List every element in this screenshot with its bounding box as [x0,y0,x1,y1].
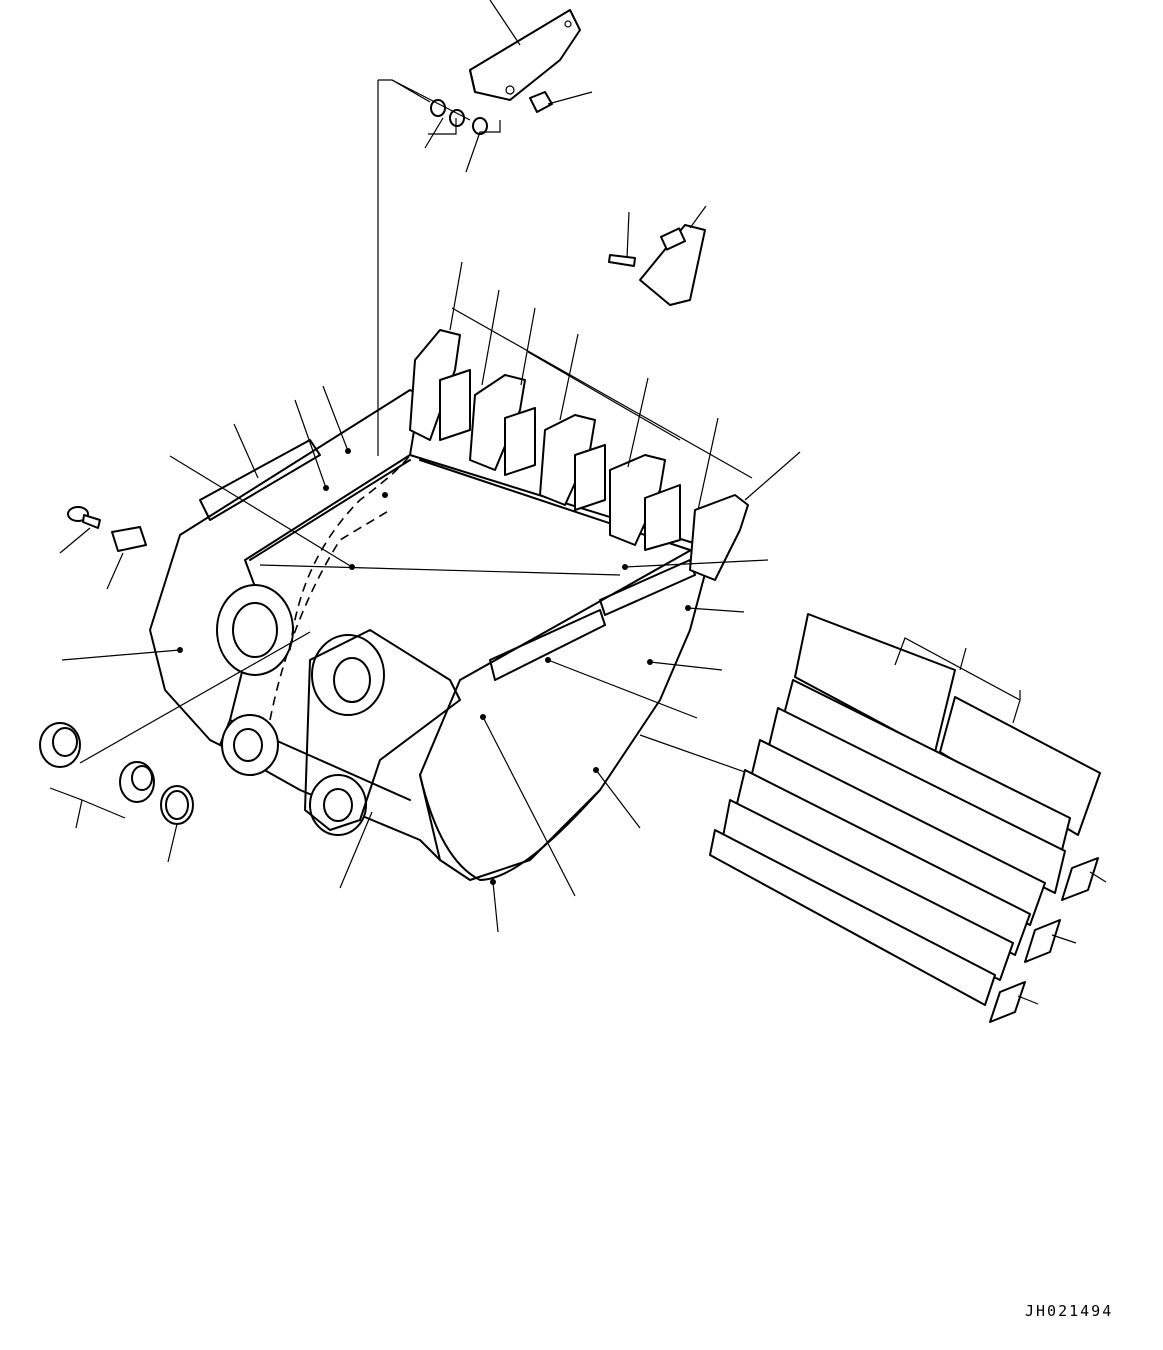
bolt-top [529,91,553,113]
tooth-point-detail [639,224,706,306]
bucket-teeth [409,329,749,581]
wear-plate-set [709,613,1107,1023]
bolt-left [67,506,101,529]
drawing-code: JH021494 [1025,1302,1114,1320]
leader-lines [49,0,967,933]
washer-set-top [430,99,488,135]
cap-plate-left [111,526,147,552]
side-cutter-plate-top [469,9,581,101]
lock-pin-detail [608,254,636,267]
o-ring [160,785,194,825]
bushing-plain [119,761,155,803]
bushing-with-flange [39,722,81,768]
